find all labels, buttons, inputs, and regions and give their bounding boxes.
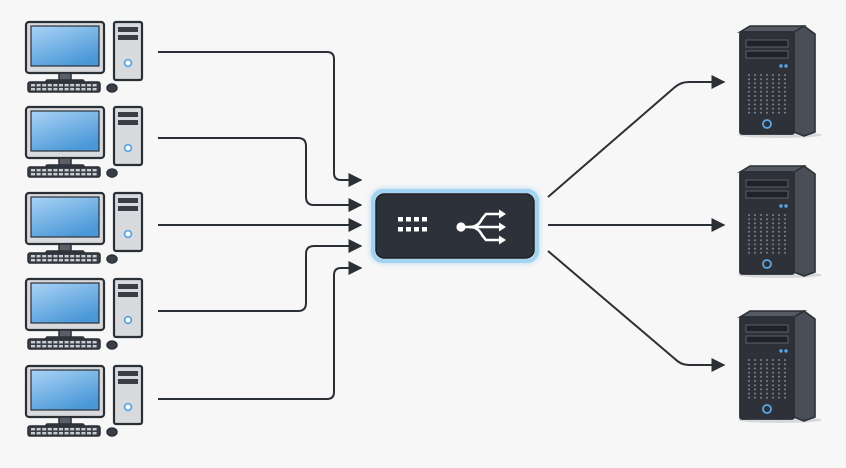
server-1 <box>737 25 822 138</box>
client-2-keyboard <box>27 166 101 178</box>
server-3-drive-bay-1 <box>745 324 789 333</box>
switch-glow <box>371 189 539 263</box>
client-2-tower <box>112 105 144 167</box>
server-1-drive-bay-1 <box>745 39 789 48</box>
client-1-tower <box>112 20 144 82</box>
client-4-keyboard <box>27 338 101 350</box>
server-3-power-icon <box>762 404 772 414</box>
server-1-vent-grid <box>748 74 786 114</box>
client-2-mouse <box>106 168 118 178</box>
server-3 <box>737 310 822 423</box>
client-2-monitor <box>24 105 106 172</box>
client-5-screen <box>30 369 100 411</box>
server-2-side <box>793 165 816 277</box>
client-3-screen <box>30 196 100 238</box>
network-switch <box>371 189 539 263</box>
client-5-monitor <box>24 364 106 431</box>
client-5-power-icon <box>123 402 133 412</box>
port-grid-icon <box>398 217 427 232</box>
server-2 <box>737 165 822 278</box>
client-4-monitor <box>24 277 106 344</box>
server-2-drive-bay-2 <box>745 190 789 199</box>
workstation-3 <box>24 191 144 264</box>
client-1-power-icon <box>123 58 133 68</box>
connection-lines <box>158 51 726 400</box>
client-1-monitor <box>24 20 106 87</box>
link-client-5 <box>158 261 363 400</box>
server-3-side <box>793 310 816 422</box>
link-client-1 <box>158 51 363 187</box>
server-2-drive-bay-1 <box>745 179 789 188</box>
client-4-power-icon <box>123 315 133 325</box>
client-3-tower <box>112 191 144 253</box>
client-2-screen <box>30 110 100 152</box>
server-3-drive-bay-2 <box>745 335 789 344</box>
link-client-2 <box>158 137 363 212</box>
client-3-keyboard <box>27 252 101 264</box>
workstation-4 <box>24 277 144 350</box>
client-5-mouse <box>106 427 118 437</box>
link-server-1 <box>547 75 726 198</box>
client-5-tower <box>112 364 144 426</box>
client-3-power-icon <box>123 229 133 239</box>
workstation-2 <box>24 105 144 178</box>
client-1-screen <box>30 25 100 67</box>
server-1-side <box>793 25 816 137</box>
client-workstations <box>24 20 144 437</box>
link-server-3 <box>547 250 726 372</box>
server-racks <box>737 25 822 423</box>
client-1-keyboard <box>27 81 101 93</box>
server-2-power-icon <box>762 259 772 269</box>
network-fork-icon <box>456 209 506 245</box>
server-1-power-icon <box>762 119 772 129</box>
client-1-mouse <box>106 83 118 93</box>
server-1-drive-bay-2 <box>745 50 789 59</box>
client-2-power-icon <box>123 143 133 153</box>
client-5-keyboard <box>27 425 101 437</box>
client-3-mouse <box>106 254 118 264</box>
client-4-screen <box>30 282 100 324</box>
client-3-monitor <box>24 191 106 258</box>
server-2-vent-grid <box>748 214 786 254</box>
workstation-5 <box>24 364 144 437</box>
client-4-mouse <box>106 340 118 350</box>
workstation-1 <box>24 20 144 93</box>
switch-body <box>375 193 535 259</box>
link-client-4 <box>158 239 363 312</box>
server-3-vent-grid <box>748 359 786 399</box>
client-4-tower <box>112 277 144 339</box>
switch-group <box>371 189 539 263</box>
